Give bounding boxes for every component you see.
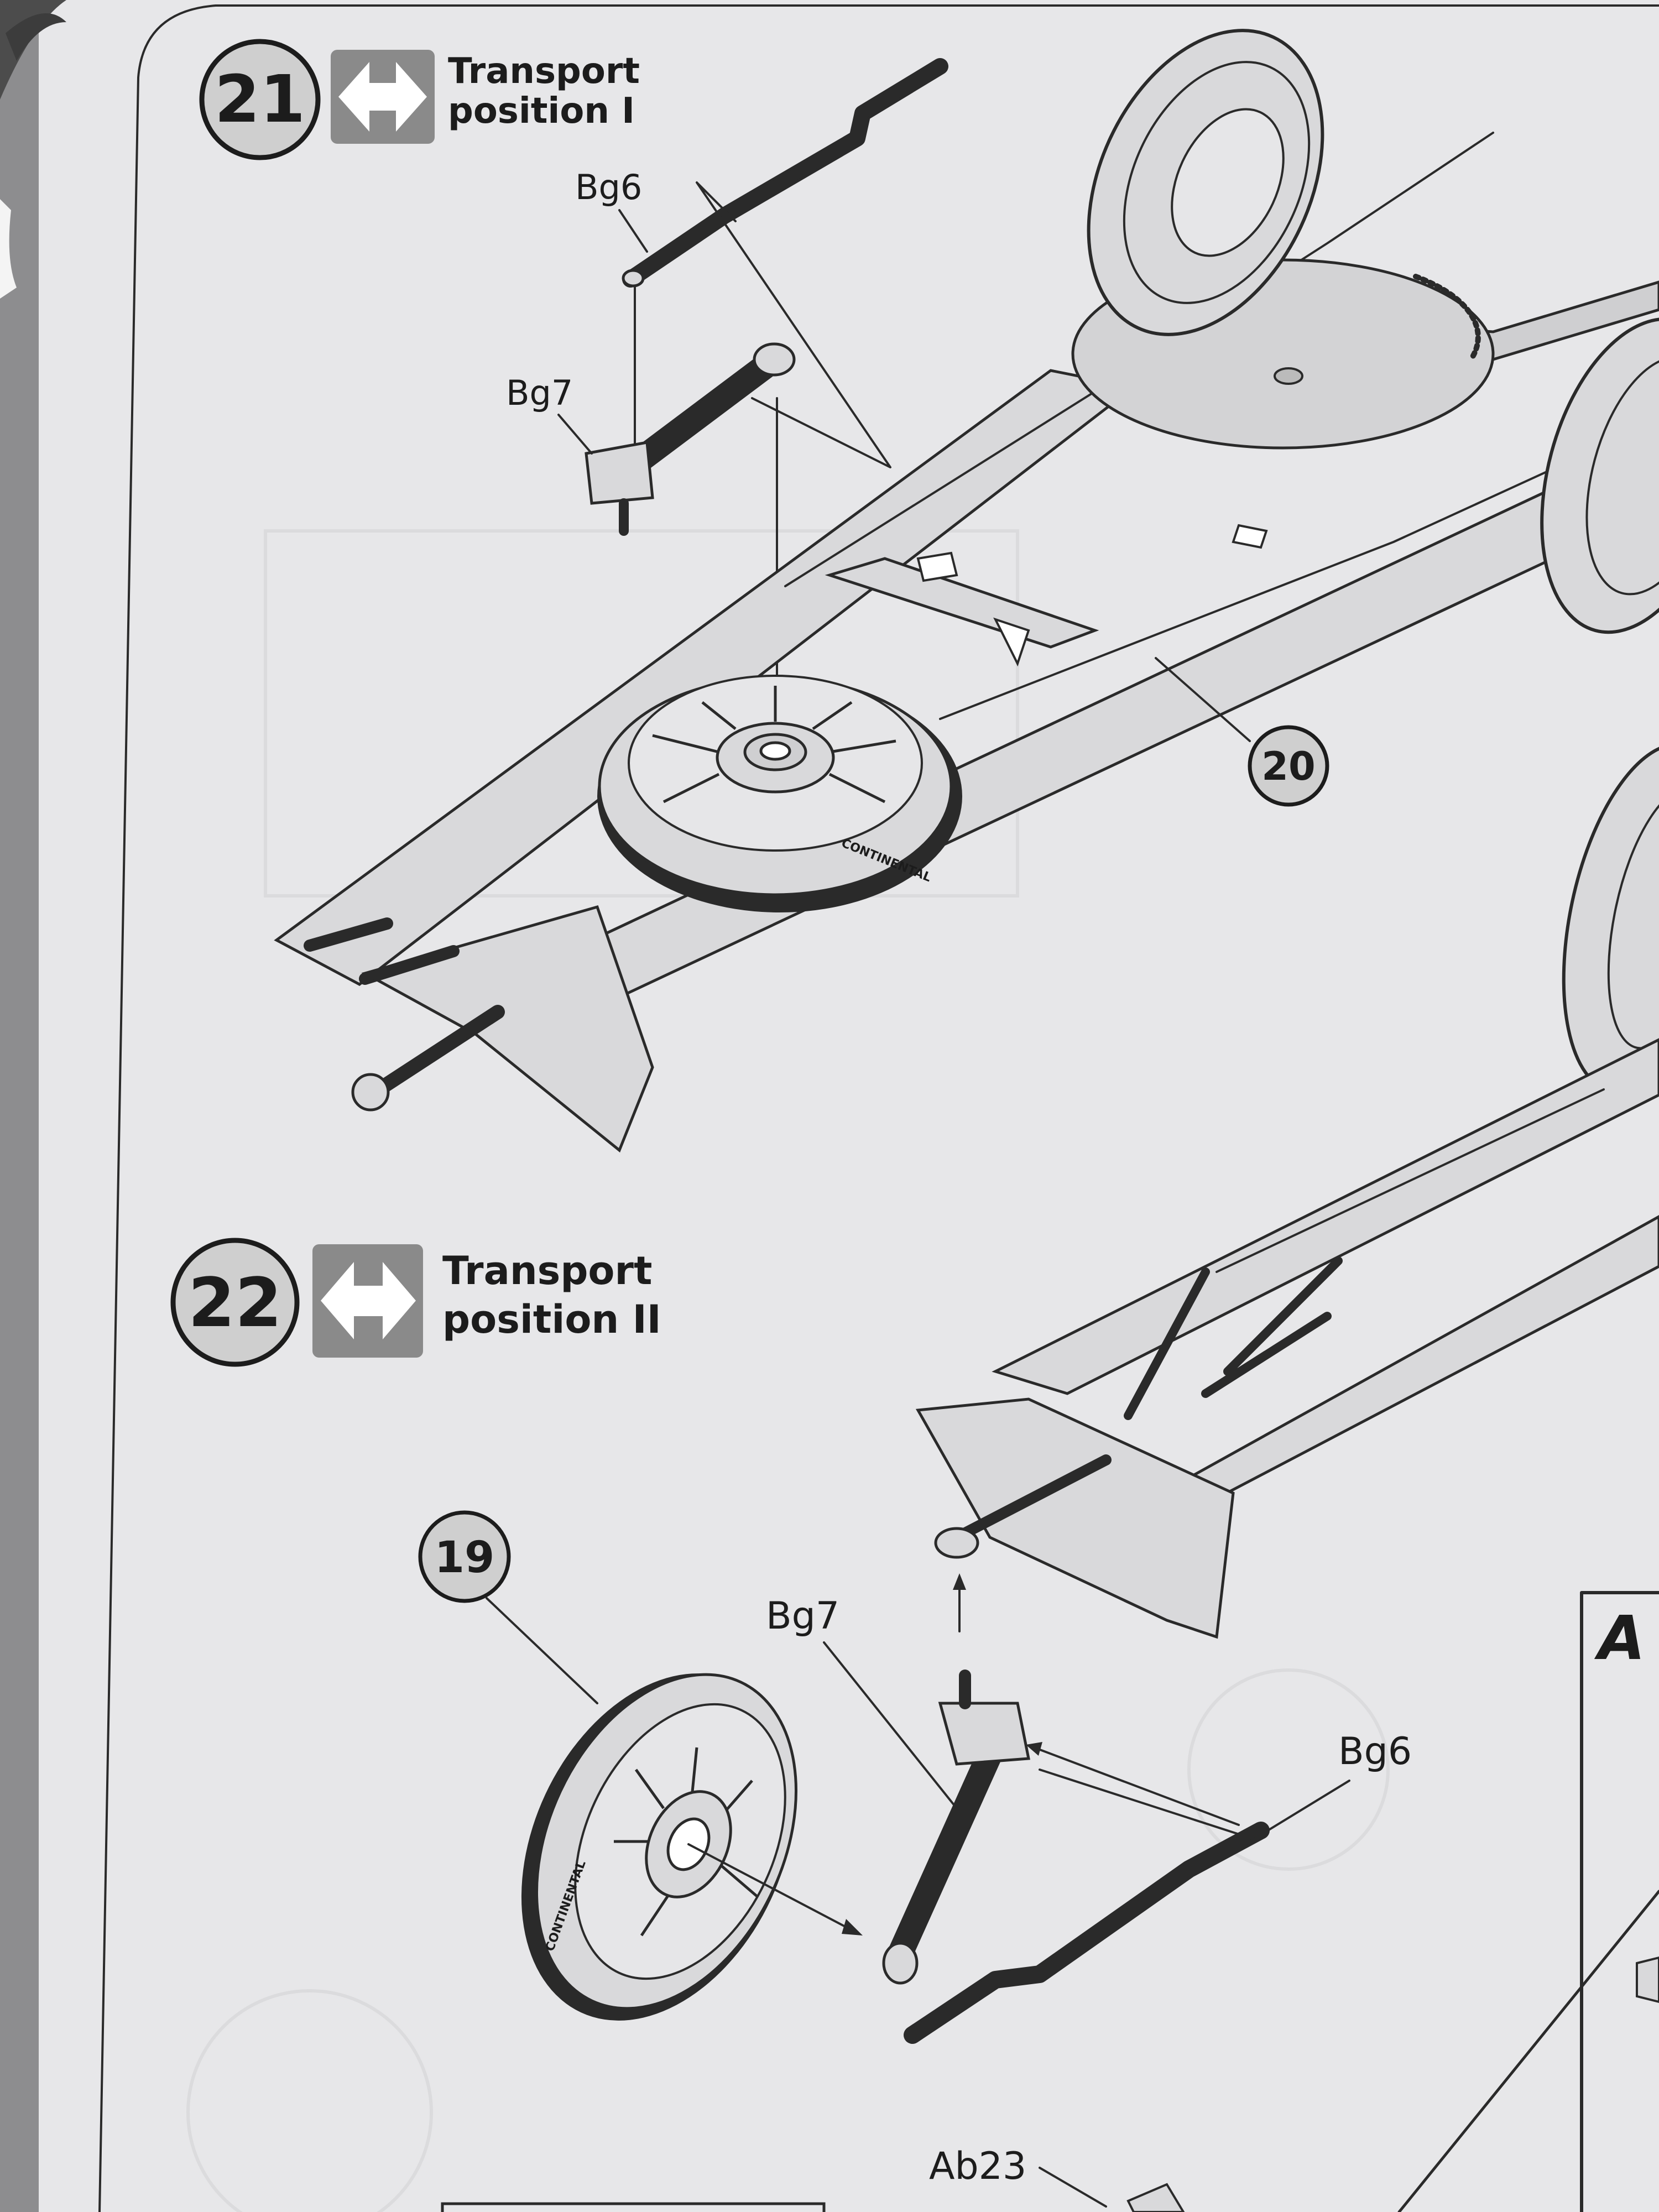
step-22-drawing: CONTINENTAL Bg7 Bg6 19 A Ab23 (418, 1038, 1659, 2212)
step-title-line1: Transport (442, 1248, 653, 1293)
rear-wheel-right (1540, 317, 1659, 634)
drawbar-fork (915, 1397, 1235, 1639)
reference-number: 20 (1261, 744, 1315, 789)
step-title-line2: position II (442, 1297, 661, 1342)
spare-wheel: CONTINENTAL (597, 675, 962, 912)
step-21-drawing: Bg6 Bg7 (274, 29, 1659, 1153)
reference-badge (1248, 725, 1329, 807)
part-bg6-rod (622, 58, 948, 288)
bottom-box-edge (441, 2202, 826, 2212)
step-number-badge (170, 1238, 300, 1367)
step-title-line2: position I (448, 91, 635, 132)
step-22-header: 22 Transport position II (170, 1238, 661, 1367)
spare-wheel: CONTINENTAL (521, 1673, 797, 2021)
step-number-badge (199, 39, 321, 160)
swap-arrows-icon (331, 50, 435, 144)
rear-wheel-top (1087, 29, 1324, 336)
part-label-bg7: Bg7 (506, 373, 573, 413)
step-21-header: 21 Transport position I (199, 39, 640, 160)
step-number: 22 (188, 1264, 282, 1342)
reference-badge (418, 1510, 511, 1603)
part-label-bg7: Bg7 (766, 1594, 839, 1638)
part-bg6-rod (904, 1822, 1270, 2044)
page-frame (98, 4, 1659, 2212)
detail-box-letter: A (1594, 1603, 1645, 1673)
part-label-bg6: Bg6 (1338, 1730, 1412, 1773)
part-bg7-arm (585, 342, 796, 536)
swap-arrows-icon (312, 1244, 423, 1358)
binder-ring (6, 13, 66, 61)
reference-number: 19 (435, 1533, 495, 1583)
part-label-ab23: Ab23 (929, 2145, 1026, 2188)
part-label-bg6: Bg6 (575, 167, 642, 207)
part-bg7-arm (882, 1670, 1031, 1985)
detail-box-a: A (1397, 1591, 1659, 2212)
step-number: 21 (215, 61, 305, 137)
step-title-line1: Transport (448, 51, 640, 92)
